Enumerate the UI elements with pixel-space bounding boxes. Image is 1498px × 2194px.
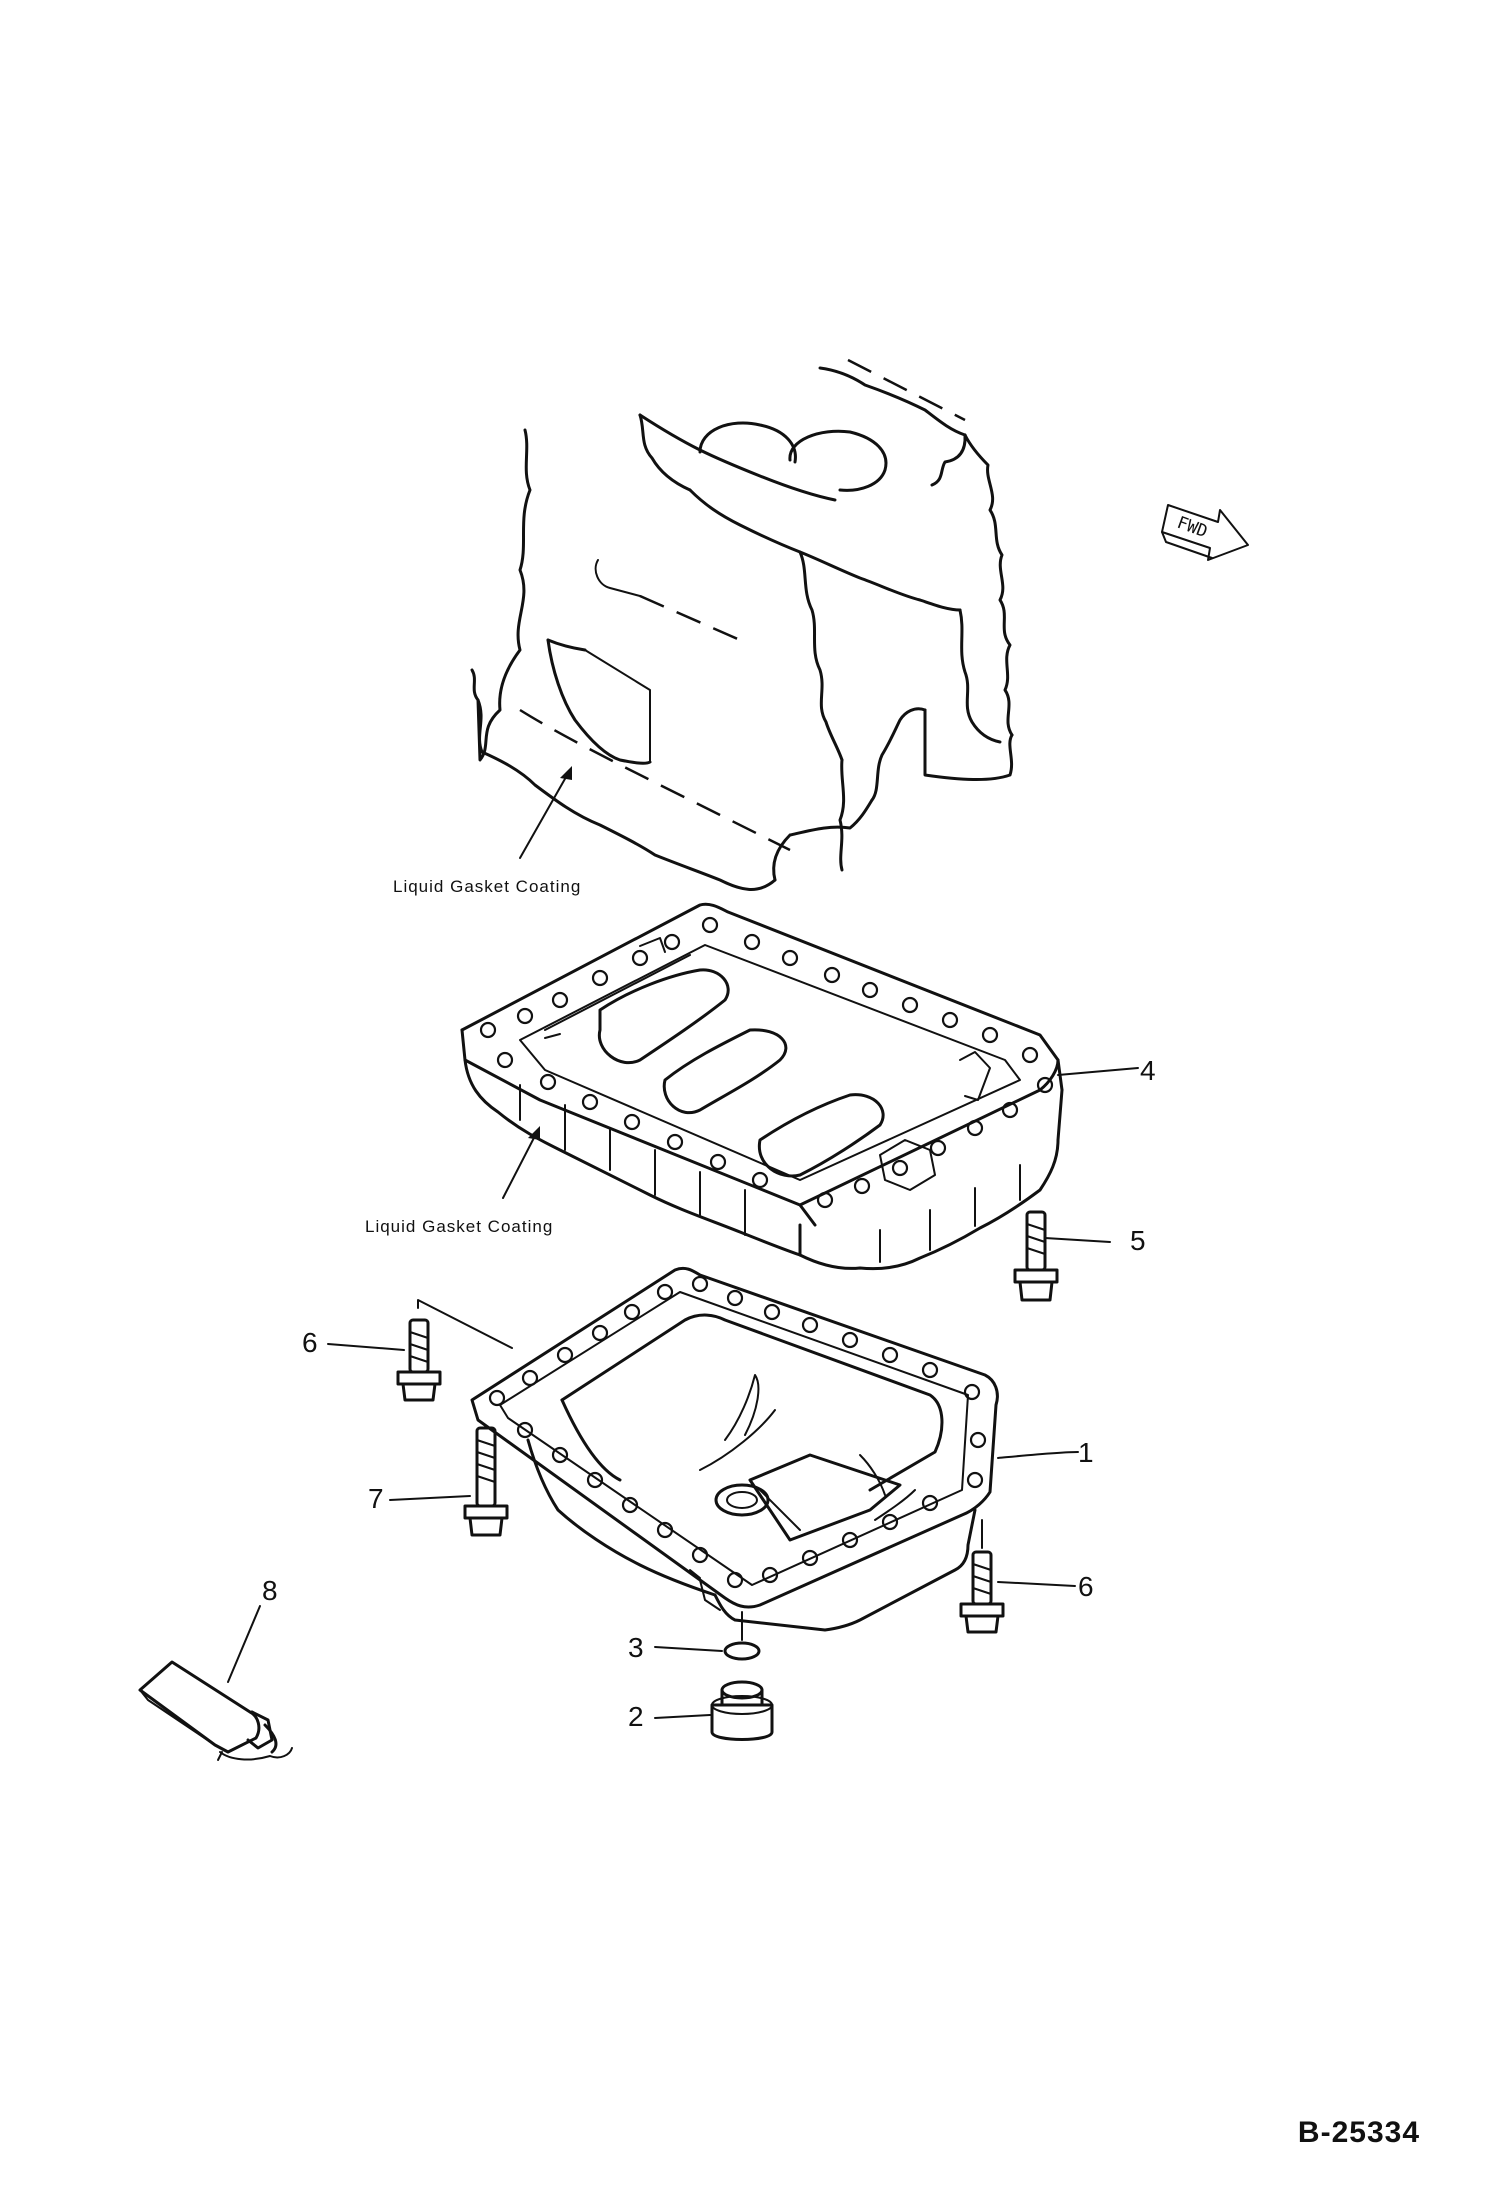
pan-bolt-holes [488,1275,987,1589]
oil-pan-spacer [460,902,1064,1271]
engine-block [470,358,1014,891]
leader-part-2 [654,1714,711,1719]
callout-part-4: 4 [1140,1055,1156,1086]
spacer-bolt-holes [479,916,1054,1209]
leader-part-4 [1057,1067,1139,1076]
leader-part-6-upper [327,1343,405,1351]
forward-direction-arrow: FWD [1161,504,1249,561]
bolt-part-6-upper [396,1318,442,1402]
bolt-part-7 [463,1426,509,1537]
callout-part-1: 1 [1078,1437,1094,1468]
callout-part-3: 3 [628,1632,644,1663]
callout-part-6-lower: 6 [1078,1571,1094,1602]
drain-plug-part-2 [710,1680,774,1741]
callout-part-5: 5 [1130,1225,1146,1256]
leader-bolt-6-upper [417,1299,513,1349]
lower-gasket-note-text: Liquid Gasket Coating [365,1217,553,1236]
callout-part-7: 7 [368,1483,384,1514]
callout-part-6-upper: 6 [302,1327,318,1358]
upper-gasket-note-text: Liquid Gasket Coating [393,877,581,896]
leader-part-1 [997,1451,1079,1459]
leader-part-6-lower [997,1581,1076,1587]
leader-part-3 [654,1646,723,1652]
upper-gasket-note: Liquid Gasket Coating [393,766,581,896]
leader-part-7 [389,1495,471,1501]
leader-part-8 [227,1605,261,1683]
lower-gasket-note: Liquid Gasket Coating [365,1126,553,1236]
drawing-reference-number: B-25334 [1297,2116,1420,2149]
callout-part-2: 2 [628,1701,644,1732]
callout-numbers: 4 5 1 6 7 6 3 2 8 [262,1055,1156,1732]
bolt-part-6-lower [959,1550,1005,1634]
oil-pan [470,1266,999,1632]
liquid-gasket-tube-part-8 [138,1660,293,1761]
bolt-part-5 [1013,1210,1059,1302]
callout-leaders [227,1067,1139,1719]
o-ring-part-3 [723,1641,761,1661]
leader-part-5 [1044,1237,1111,1243]
callout-part-8: 8 [262,1575,278,1606]
